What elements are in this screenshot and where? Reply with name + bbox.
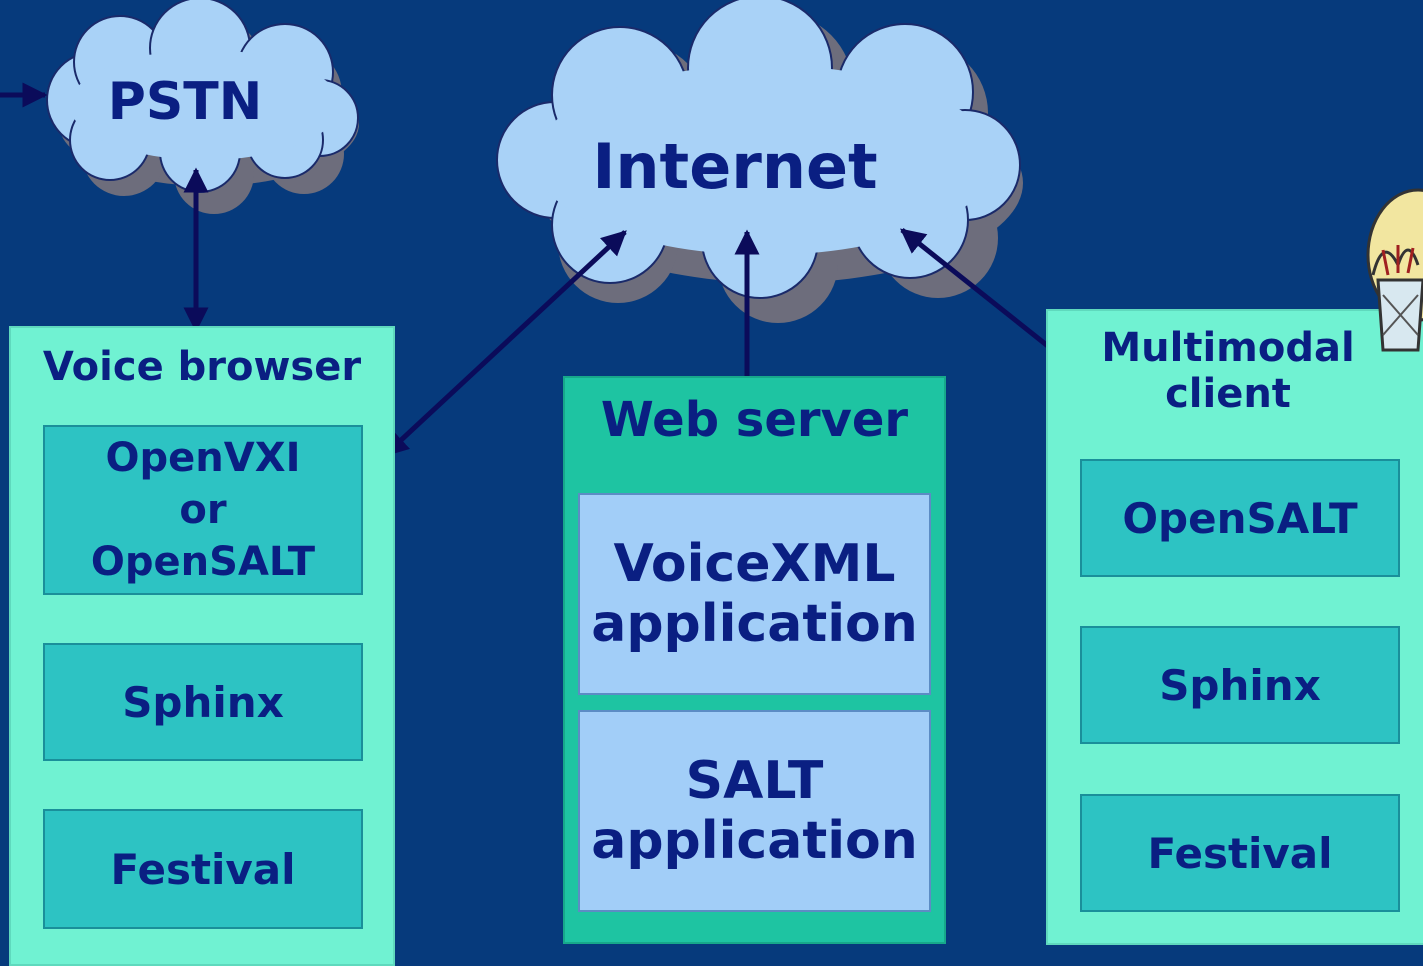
internet-cloud-core [535,65,995,255]
openvxi-box: OpenVXI or OpenSALT [43,425,363,595]
multimodal-opensalt-label: OpenSALT [1122,493,1358,543]
internet-label: Internet [592,130,878,203]
multimodal-opensalt-box: OpenSALT [1080,459,1400,577]
voicexml-app-box: VoiceXML application [578,493,931,695]
user-clipart-icon [1366,188,1423,352]
voice-browser-title: Voice browser [42,344,362,390]
voice-browser-festival-label: Festival [110,844,296,894]
web-server-title: Web server [600,392,909,448]
openvxi-line3: OpenSALT [90,539,316,585]
salt-app-box: SALT application [578,710,931,912]
multimodal-title-line1: Multimodal [1101,325,1355,371]
voice-browser-sphinx-box: Sphinx [43,643,363,761]
voice-browser-festival-box: Festival [43,809,363,929]
internet-voice-browser-arrow [383,230,627,457]
multimodal-festival-box: Festival [1080,794,1400,912]
multimodal-client-title: Multimodal client [1048,325,1423,417]
openvxi-line2: or [179,487,227,533]
multimodal-sphinx-box: Sphinx [1080,626,1400,744]
salt-line2: application [591,811,918,871]
multimodal-title-line2: client [1165,371,1291,417]
voicexml-line2: application [591,594,918,654]
salt-line1: SALT [685,751,824,811]
voicexml-line1: VoiceXML [613,534,896,594]
multimodal-sphinx-label: Sphinx [1159,660,1321,710]
pstn-label: PSTN [107,72,263,132]
multimodal-festival-label: Festival [1147,828,1333,878]
openvxi-line1: OpenVXI [105,435,301,481]
pstn-cloud-core [70,50,340,160]
voice-browser-sphinx-label: Sphinx [122,677,284,727]
